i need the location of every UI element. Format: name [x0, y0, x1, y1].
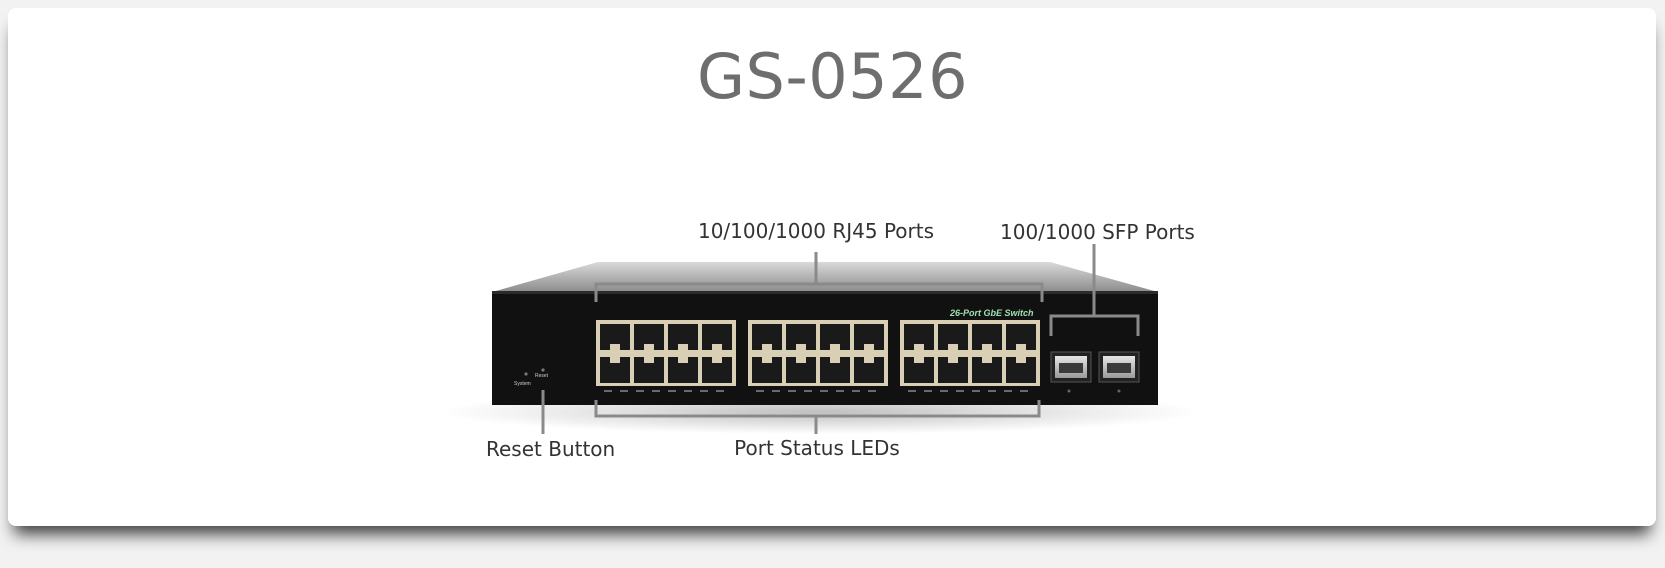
reset-label: Reset: [535, 373, 549, 379]
port-status-led: [908, 390, 916, 392]
port-status-led-area: [604, 390, 1028, 392]
rj45-port-20[interactable]: [1006, 324, 1036, 350]
rj45-port-5[interactable]: [600, 357, 630, 383]
port-status-led: [772, 390, 780, 392]
port-status-led: [668, 390, 676, 392]
rj45-port-23[interactable]: [972, 357, 1002, 383]
port-status-led: [852, 390, 860, 392]
rj45-bracket: [594, 282, 1044, 302]
port-status-led: [684, 390, 692, 392]
port-status-led: [1020, 390, 1028, 392]
rj45-port-15[interactable]: [820, 357, 850, 383]
rj45-port-7[interactable]: [668, 357, 698, 383]
rj45-port-16[interactable]: [854, 357, 884, 383]
rj45-port-21[interactable]: [904, 357, 934, 383]
sfp-led-1: [1067, 389, 1071, 393]
sfp-ports-label: 100/1000 SFP Ports: [1000, 220, 1195, 244]
port-status-led: [700, 390, 708, 392]
rj45-port-3[interactable]: [668, 324, 698, 350]
reset-button-label: Reset Button: [486, 437, 615, 461]
rj45-port-18[interactable]: [938, 324, 968, 350]
rj45-port-1[interactable]: [600, 324, 630, 350]
rj45-port-area: [596, 320, 1040, 386]
port-status-led: [836, 390, 844, 392]
rj45-port-10[interactable]: [786, 324, 816, 350]
port-status-led: [820, 390, 828, 392]
port-status-led: [636, 390, 644, 392]
port-status-led: [868, 390, 876, 392]
port-status-led: [652, 390, 660, 392]
rj45-port-11[interactable]: [820, 324, 850, 350]
port-status-led: [956, 390, 964, 392]
rj45-port-12[interactable]: [854, 324, 884, 350]
rj45-port-4[interactable]: [702, 324, 732, 350]
port-status-led: [804, 390, 812, 392]
rj45-port-2[interactable]: [634, 324, 664, 350]
sfp-port-1[interactable]: [1050, 351, 1092, 383]
system-label: System: [514, 381, 531, 387]
port-status-led: [756, 390, 764, 392]
port-status-led: [716, 390, 724, 392]
product-title: GS-0526: [696, 40, 969, 113]
front-panel-brand-text: 26-Port GbE Switch: [949, 308, 1034, 318]
port-status-led: [1004, 390, 1012, 392]
front-panel-edge: [492, 291, 1158, 294]
port-status-led: [940, 390, 948, 392]
rj45-port-9[interactable]: [752, 324, 782, 350]
rj45-port-22[interactable]: [938, 357, 968, 383]
rj45-port-17[interactable]: [904, 324, 934, 350]
port-status-led: [620, 390, 628, 392]
rj45-port-14[interactable]: [786, 357, 816, 383]
rj45-port-19[interactable]: [972, 324, 1002, 350]
port-status-led: [924, 390, 932, 392]
rj45-port-6[interactable]: [634, 357, 664, 383]
reset-button[interactable]: [541, 368, 545, 372]
port-status-led: [604, 390, 612, 392]
port-status-led: [788, 390, 796, 392]
system-led: [524, 372, 528, 376]
rj45-port-8[interactable]: [702, 357, 732, 383]
rj45-port-13[interactable]: [752, 357, 782, 383]
port-status-led: [988, 390, 996, 392]
port-status-led: [972, 390, 980, 392]
sfp-port-2[interactable]: [1098, 351, 1140, 383]
rj45-port-24[interactable]: [1006, 357, 1036, 383]
sfp-led-2: [1117, 389, 1121, 393]
chassis-top: [492, 262, 1158, 292]
rj45-ports-label: 10/100/1000 RJ45 Ports: [698, 219, 934, 243]
port-status-leds-label: Port Status LEDs: [734, 436, 900, 460]
